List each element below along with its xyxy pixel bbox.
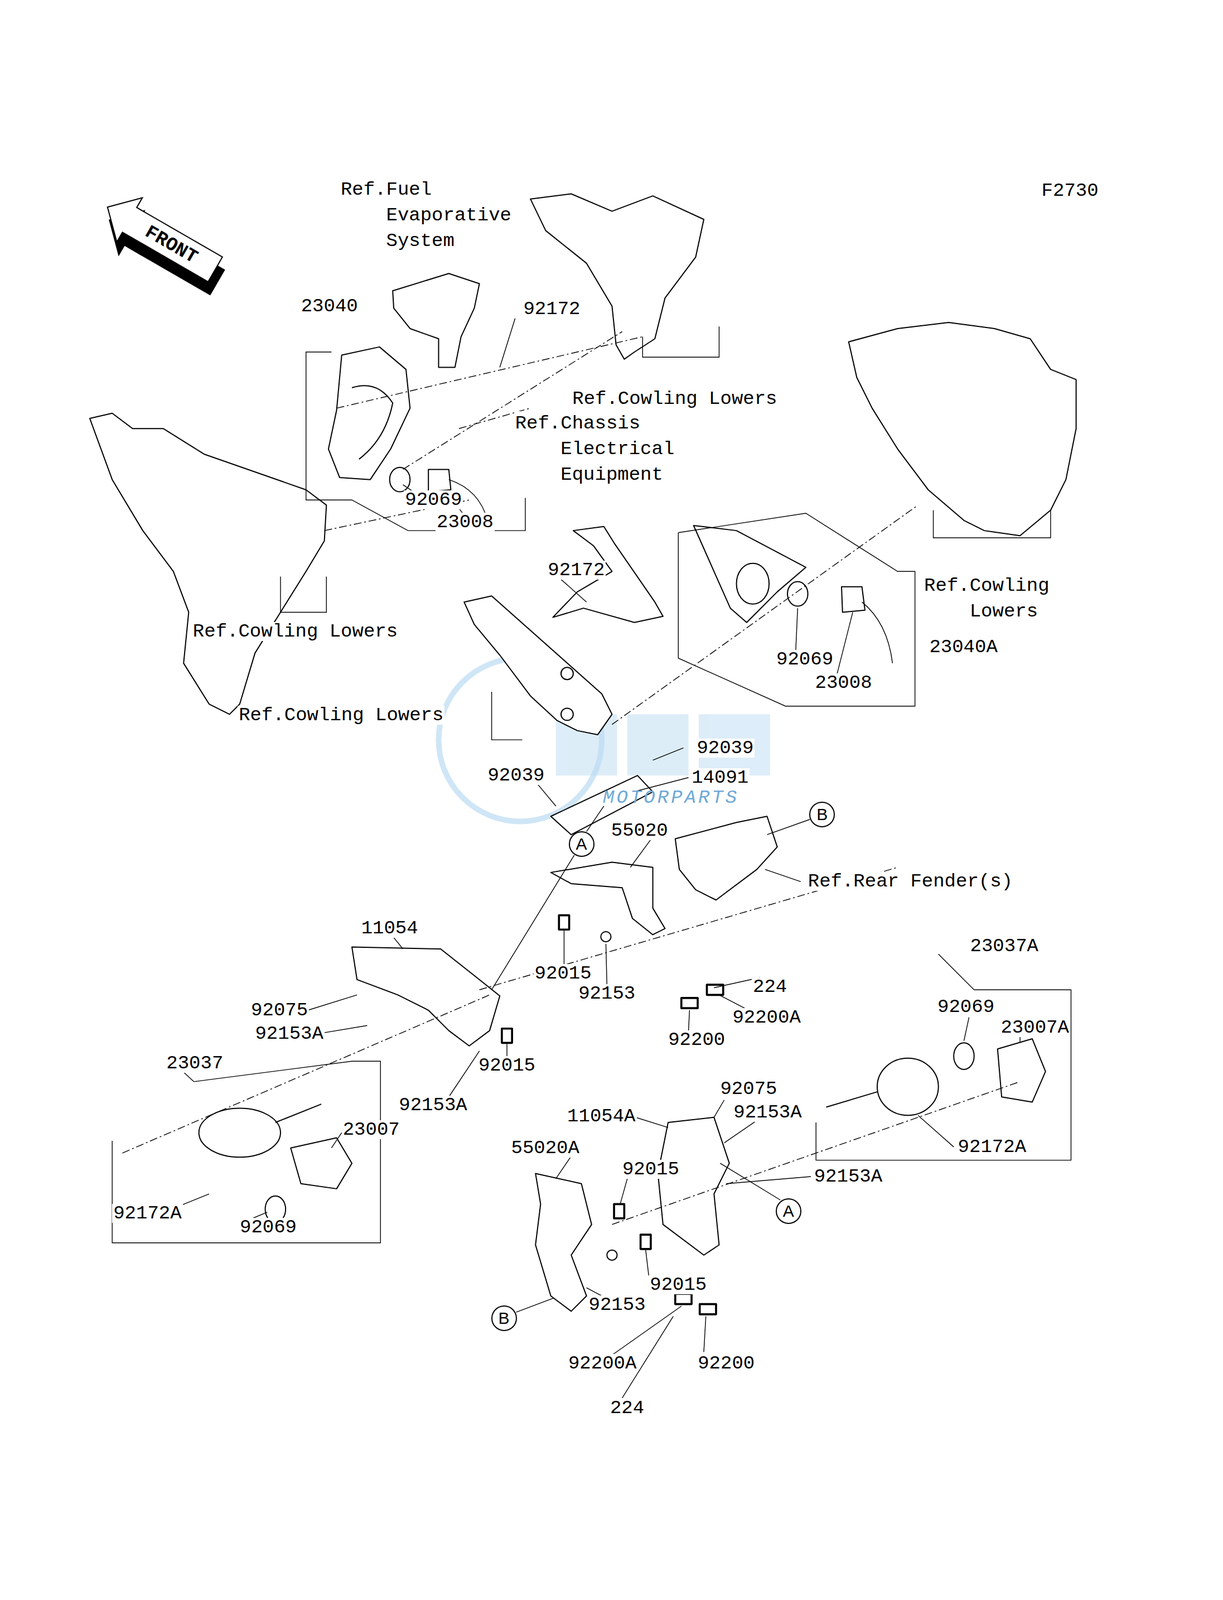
callout-number: 92200A xyxy=(731,1007,802,1027)
callout-number: 92200 xyxy=(666,1030,727,1050)
callout-number: 55020 xyxy=(610,820,670,840)
reference-circle: B xyxy=(491,1304,517,1331)
callout-number: 92015 xyxy=(477,1055,537,1075)
callout-number: 92172A xyxy=(956,1137,1028,1157)
callout-number: 23007A xyxy=(999,1017,1070,1037)
callout-number: 92039 xyxy=(486,765,546,785)
reference-circle: B xyxy=(809,801,835,828)
callout-number: 92069 xyxy=(775,649,835,669)
reference-note: F2730 xyxy=(1040,181,1100,201)
callout-number: 92015 xyxy=(621,1159,681,1179)
reference-note: Ref.Chassis Electrical Equipment xyxy=(515,411,686,488)
reference-circle: A xyxy=(568,830,595,857)
callout-number: 92075 xyxy=(718,1079,778,1099)
callout-number: 224 xyxy=(751,977,789,997)
callout-number: 92153 xyxy=(577,983,637,1003)
reference-letter: B xyxy=(816,805,828,823)
front-arrow xyxy=(89,185,236,305)
reference-note: Ref.Fuel Evaporative System xyxy=(340,177,523,255)
callout-number: 14091 xyxy=(690,767,750,787)
reference-circle: A xyxy=(775,1197,802,1224)
reference-letter: A xyxy=(576,835,588,853)
callout-number: 23037 xyxy=(165,1053,225,1073)
callout-number: 23007 xyxy=(341,1119,401,1139)
callout-number: 23008 xyxy=(435,512,495,532)
reference-note: Ref.Cowling Lowers xyxy=(191,621,399,641)
reference-note: Ref.Rear Fender(s) xyxy=(806,871,1014,891)
callout-number: 224 xyxy=(608,1398,646,1418)
callout-number: 92069 xyxy=(403,490,463,510)
callout-number: 11054A xyxy=(566,1106,637,1126)
callout-number: 92153A xyxy=(253,1023,325,1043)
callout-number: 92075 xyxy=(249,1000,309,1020)
callout-number: 92200A xyxy=(567,1353,638,1373)
callout-number: 92172A xyxy=(112,1203,183,1223)
callout-number: 92015 xyxy=(533,963,593,983)
callout-number: 92039 xyxy=(695,738,755,758)
callout-number: 92172 xyxy=(546,560,606,580)
callout-number: 23037A xyxy=(969,936,1040,956)
callout-number: 92069 xyxy=(238,1217,298,1237)
callout-number: 92153 xyxy=(587,1294,647,1314)
callout-number: 23008 xyxy=(814,673,874,693)
callout-number: 92153A xyxy=(397,1095,468,1115)
callout-number: 92069 xyxy=(936,997,996,1017)
callout-number: 92015 xyxy=(648,1274,708,1294)
reference-note: Ref.Cowling Lowers xyxy=(237,705,445,725)
callout-number: 92153A xyxy=(813,1166,884,1186)
callout-number: 23040 xyxy=(300,296,360,316)
callout-number: 55020A xyxy=(510,1138,581,1158)
reference-letter: A xyxy=(782,1202,795,1220)
callout-number: 23040A xyxy=(927,637,999,657)
reference-note: Ref.Cowling Lowers xyxy=(924,573,1095,625)
callout-number: 92200 xyxy=(696,1353,756,1373)
reference-letter: B xyxy=(498,1309,510,1327)
callout-number: 11054 xyxy=(360,918,420,938)
reference-note: Ref.Cowling Lowers xyxy=(571,389,778,409)
callout-number: 92153A xyxy=(732,1102,803,1122)
watermark: MOTORPARTS xyxy=(601,788,741,807)
callout-number: 92172 xyxy=(521,299,582,319)
